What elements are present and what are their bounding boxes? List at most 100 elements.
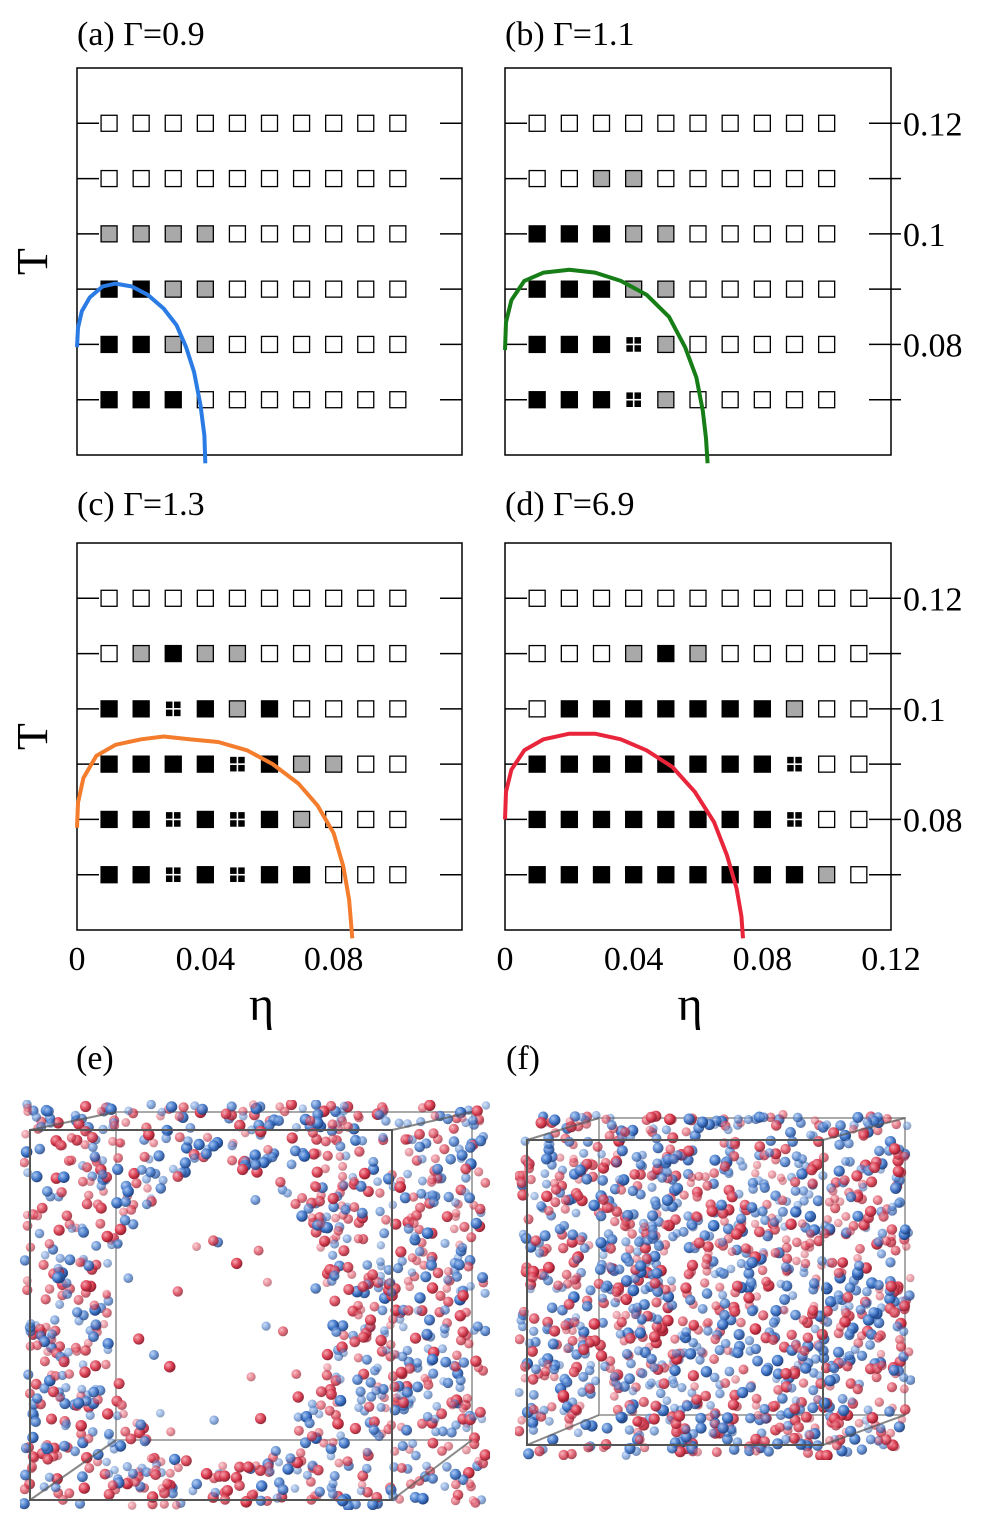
particle-blue	[157, 1107, 167, 1117]
particle-blue	[822, 1317, 833, 1327]
particle-red	[457, 1290, 469, 1302]
particle-red	[87, 1132, 98, 1143]
particle-blue	[310, 1100, 322, 1110]
marker-open	[818, 114, 836, 132]
particle-blue	[456, 1149, 468, 1161]
particle-red	[435, 1290, 446, 1301]
particle-red	[781, 1242, 792, 1253]
marker-gray	[196, 280, 214, 298]
particle-blue	[777, 1393, 788, 1404]
particle-blue	[810, 1324, 820, 1334]
particle-blue	[788, 1291, 798, 1301]
particle-red	[78, 1482, 90, 1494]
particle-red	[66, 1155, 77, 1166]
particle-blue	[873, 1317, 885, 1329]
particle-blue	[733, 1329, 745, 1341]
marker-open	[389, 391, 407, 409]
particle-blue	[651, 1200, 662, 1210]
marker-open	[721, 589, 739, 607]
marker-open	[850, 644, 868, 663]
y-axis-label: T	[8, 248, 57, 275]
particle-blue	[594, 1264, 606, 1275]
particle-red	[443, 1296, 454, 1307]
marker-open	[850, 755, 868, 773]
particle-blue	[709, 1372, 720, 1383]
particle-blue	[309, 1405, 319, 1416]
particle-red	[463, 1261, 474, 1272]
marker-open	[528, 114, 546, 132]
marker-cross	[787, 764, 794, 772]
particle-red	[781, 1253, 793, 1264]
marker-gray	[325, 755, 343, 773]
marker-gray	[625, 225, 643, 243]
particle-red	[565, 1117, 575, 1126]
particle-blue	[781, 1434, 791, 1445]
particle-blue	[852, 1111, 864, 1123]
particle-blue	[600, 1283, 610, 1293]
particle-blue	[169, 1453, 181, 1466]
particle-red	[390, 1304, 402, 1316]
particle-blue	[677, 1383, 687, 1393]
particle-red	[23, 1107, 32, 1116]
particle-blue	[688, 1337, 698, 1348]
particle-red	[632, 1416, 643, 1427]
particle-blue	[657, 1173, 668, 1183]
marker-cross	[174, 875, 181, 883]
particle-blue	[621, 1450, 631, 1460]
particle-red	[324, 1405, 335, 1416]
particle-red	[408, 1192, 419, 1202]
particle-blue	[779, 1294, 790, 1305]
particle-blue	[386, 1277, 396, 1287]
particle-blue	[904, 1290, 915, 1301]
particle-red	[869, 1162, 881, 1174]
marker-open	[753, 280, 771, 298]
marker-open	[753, 169, 771, 188]
particle-blue	[303, 1203, 314, 1214]
particle-red	[131, 1178, 142, 1189]
particle-red	[255, 1413, 267, 1425]
particle-red	[465, 1479, 475, 1489]
box-edge	[29, 1439, 117, 1501]
particle-blue	[667, 1276, 676, 1285]
particle-blue	[381, 1116, 391, 1126]
particle-blue	[440, 1305, 450, 1315]
particle-blue	[719, 1298, 731, 1309]
particle-red	[133, 1333, 145, 1345]
particle-blue	[632, 1247, 643, 1257]
particle-blue	[442, 1377, 454, 1389]
particle-red	[76, 1429, 87, 1439]
plot-frame	[76, 67, 463, 456]
particle-red	[723, 1346, 733, 1356]
particle-red	[470, 1355, 482, 1367]
particle-blue	[719, 1309, 730, 1321]
marker-filled	[132, 866, 150, 884]
particle-blue	[451, 1198, 460, 1207]
particle-red	[72, 1346, 82, 1356]
marker-filled	[657, 644, 675, 663]
marker-open	[818, 335, 836, 354]
marker-open	[260, 589, 279, 607]
particle-red	[549, 1372, 559, 1382]
particle-blue	[631, 1151, 642, 1162]
marker-open	[100, 589, 118, 607]
particle-blue	[656, 1388, 666, 1399]
particle-blue	[423, 1390, 433, 1400]
marker-open	[753, 644, 771, 663]
particle-blue	[363, 1447, 372, 1457]
particle-blue	[850, 1345, 860, 1354]
marker-open	[389, 810, 407, 829]
particle-red	[305, 1115, 316, 1126]
marker-filled	[689, 700, 707, 718]
particle-blue	[876, 1423, 886, 1434]
marker-filled	[560, 335, 578, 354]
particle-blue	[448, 1136, 460, 1147]
particle-red	[101, 1359, 111, 1370]
particle-red	[786, 1329, 797, 1340]
particle-blue	[791, 1396, 800, 1405]
marker-open	[528, 644, 546, 663]
particle-blue	[411, 1450, 421, 1461]
particle-blue	[863, 1405, 873, 1415]
particle-blue	[193, 1138, 205, 1151]
marker-open	[721, 391, 739, 409]
